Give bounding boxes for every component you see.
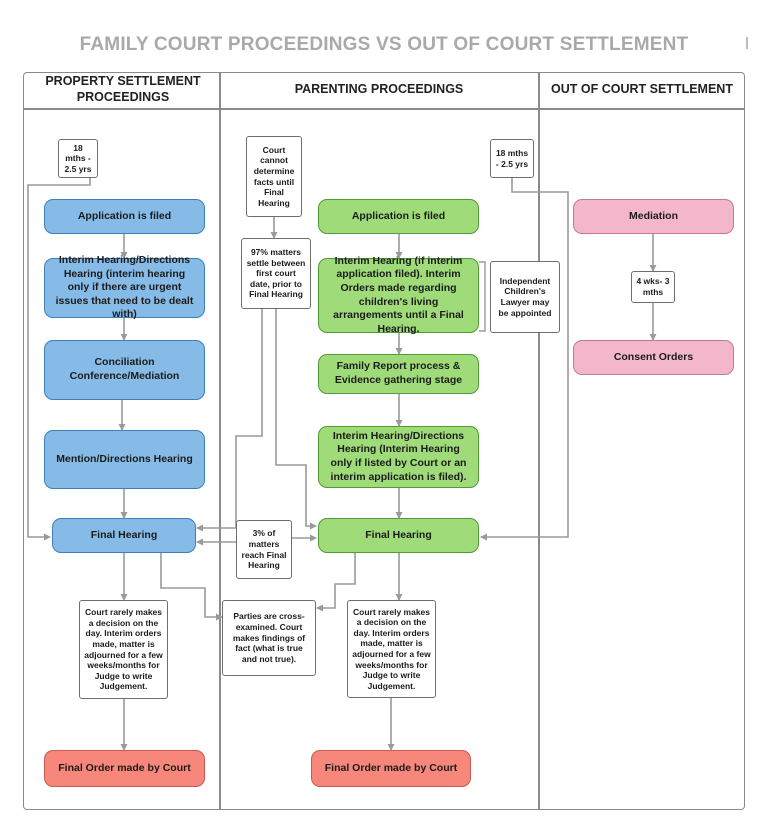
icl-bracket (479, 261, 486, 332)
diagram-title: FAMILY COURT PROCEEDINGS VS OUT OF COURT… (79, 34, 689, 55)
property-court-rarely-decides-note: Court rarely makes a decision on the day… (79, 600, 168, 699)
property-duration-note: 18 mths - 2.5 yrs (58, 139, 98, 178)
mediation-duration-note: 4 wks- 3 mths (631, 271, 675, 303)
independent-childrens-lawyer-note: Independent Children's Lawyer may be app… (490, 261, 560, 333)
parenting-final-hearing: Final Hearing (318, 518, 479, 553)
header-divider (23, 108, 745, 110)
edge-p-final-cross (160, 553, 223, 621)
consent-orders: Consent Orders (573, 340, 734, 375)
parenting-application-filed: Application is filed (318, 199, 479, 234)
parenting-court-rarely-decides-note: Court rarely makes a decision on the day… (347, 600, 436, 698)
edge-p-time-final (27, 178, 91, 541)
parenting-final-order: Final Order made by Court (311, 750, 471, 787)
column-header-out-of-court: OUT OF COURT SETTLEMENT (551, 82, 733, 97)
corner-mark (746, 37, 748, 49)
edge-c-final-cross (316, 553, 356, 612)
column-divider-2 (538, 72, 540, 810)
column-header-parenting: PARENTING PROCEEDINGS (294, 82, 464, 97)
settle-97-percent-note: 97% matters settle between first court d… (241, 238, 311, 309)
court-cannot-determine-facts-note: Court cannot determine facts until Final… (246, 136, 302, 217)
edge-settle-cfinal (275, 309, 317, 530)
property-conciliation-conference: Conciliation Conference/Mediation (44, 340, 205, 400)
table-frame (23, 72, 745, 810)
column-header-property: PROPERTY SETTLEMENT PROCEEDINGS (45, 74, 201, 104)
property-mention-directions-hearing: Mention/Directions Hearing (44, 430, 205, 489)
property-application-filed: Application is filed (44, 199, 205, 234)
parenting-interim-directions-hearing: Interim Hearing/Directions Hearing (Inte… (318, 426, 479, 488)
property-final-order: Final Order made by Court (44, 750, 205, 787)
column-divider-1 (219, 72, 221, 810)
parenting-interim-hearing: Interim Hearing (if interim application … (318, 255, 479, 335)
parenting-duration-note: 18 mths - 2.5 yrs (490, 139, 534, 178)
edge-settle-pfinal (196, 309, 263, 532)
property-interim-hearing: Interim Hearing/Directions Hearing (inte… (44, 254, 205, 320)
parenting-family-report-process: Family Report process & Evidence gatheri… (318, 354, 479, 394)
property-final-hearing: Final Hearing (52, 518, 196, 553)
reach-3-percent-note: 3% of matters reach Final Hearing (236, 520, 292, 579)
mediation: Mediation (573, 199, 734, 234)
cross-examined-note: Parties are cross-examined. Court makes … (222, 600, 316, 676)
edge-c-time-final (480, 178, 569, 541)
